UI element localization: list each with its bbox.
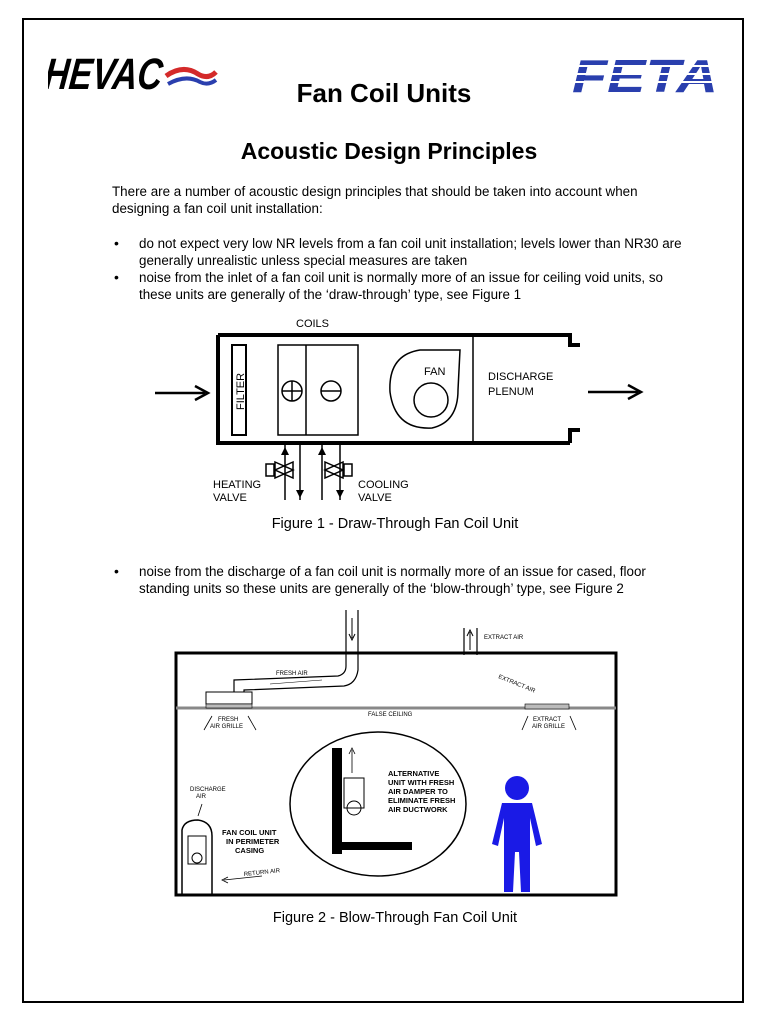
cooling-label: COOLING	[358, 479, 409, 491]
heating-valve-label: VALVE	[213, 492, 247, 504]
figure-2-caption: Figure 2 - Blow-Through Fan Coil Unit	[272, 910, 518, 926]
fcu-casing-label-1: FAN COIL UNIT	[222, 828, 277, 837]
fcu-casing-label-3: CASING	[235, 846, 264, 855]
page-frame	[22, 18, 744, 1003]
feta-logo-text: FETA	[572, 52, 718, 100]
extract-air-grille-label-2: AIR GRILLE	[532, 724, 565, 730]
discharge-air-label-2: AIR	[196, 794, 207, 800]
page-title: Fan Coil Units	[296, 78, 472, 108]
false-ceiling-label: FALSE CEILING	[368, 712, 413, 718]
bullet-item: noise from the discharge of a fan coil u…	[112, 563, 687, 597]
fresh-air-grille-label-2: AIR GRILLE	[210, 724, 243, 730]
alt-unit-label-4: ELIMINATE FRESH	[388, 796, 455, 805]
cooling-valve-label: VALVE	[358, 492, 392, 504]
bullet-item: do not expect very low NR levels from a …	[112, 235, 682, 269]
discharge-label: DISCHARGE	[488, 371, 553, 383]
fcu-casing-label-2: IN PERIMETER	[226, 837, 280, 846]
alt-unit-label-2: UNIT WITH FRESH	[388, 778, 454, 787]
intro-paragraph: There are a number of acoustic design pr…	[112, 184, 638, 216]
hevac-logo: HEVAC	[48, 50, 218, 99]
extract-air-top-label: EXTRACT AIR	[484, 635, 524, 641]
return-air-label: RETURN AIR	[244, 868, 281, 878]
filter-label: FILTER	[235, 373, 247, 410]
fresh-air-grille-label-1: FRESH	[218, 717, 238, 723]
alt-unit-label-1: ALTERNATIVE	[388, 769, 439, 778]
feta-logo: FETA	[572, 52, 722, 100]
heating-label: HEATING	[213, 479, 261, 491]
figure-2-diagram: FALSE CEILING FRESH AIR EXTRACT AIR EXTR…	[174, 610, 618, 897]
extract-air-diag-label: EXTRACT AIR	[497, 674, 536, 695]
extract-air-grille-label-1: EXTRACT	[533, 717, 561, 723]
coils-label: COILS	[296, 318, 329, 330]
fan-label: FAN	[424, 366, 445, 378]
figure-1-caption: Figure 1 - Draw-Through Fan Coil Unit	[271, 516, 519, 532]
figure-1-diagram: FILTER COILS FAN DISCHARGE PLENUM HEATIN…	[155, 318, 644, 504]
fresh-air-label: FRESH AIR	[276, 671, 308, 677]
bullet-list: do not expect very low NR levels from a …	[112, 235, 682, 303]
bullet-list: noise from the discharge of a fan coil u…	[112, 563, 687, 597]
hevac-logo-text: HEVAC	[48, 50, 166, 99]
alt-unit-label-5: AIR DUCTWORK	[388, 805, 448, 814]
discharge-air-label-1: DISCHARGE	[190, 787, 226, 793]
alt-unit-label-3: AIR DAMPER TO	[388, 787, 448, 796]
plenum-label: PLENUM	[488, 386, 534, 398]
person-figure	[492, 776, 542, 892]
page-subtitle: Acoustic Design Principles	[240, 138, 538, 164]
bullet-item: noise from the inlet of a fan coil unit …	[112, 269, 682, 303]
